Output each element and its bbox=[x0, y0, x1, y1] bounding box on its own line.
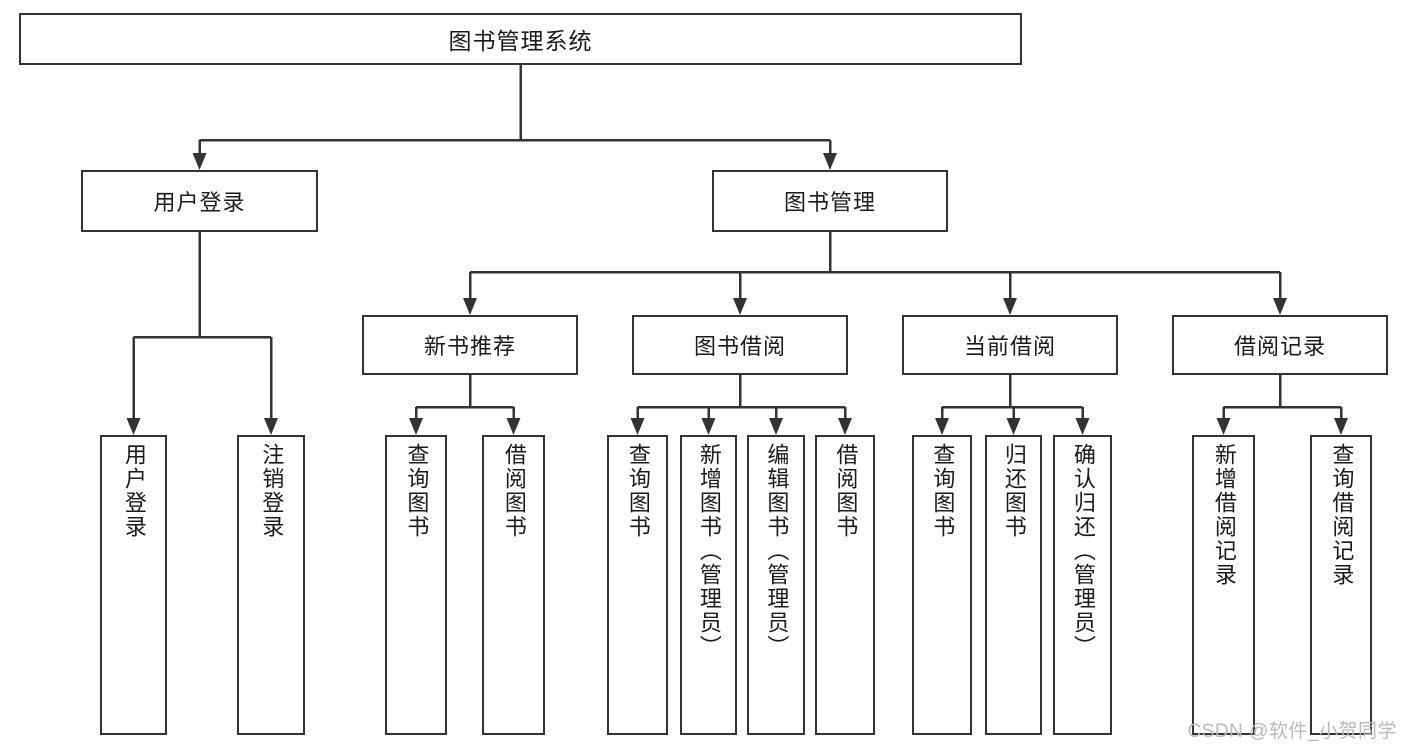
arrow-head-icon bbox=[126, 418, 141, 435]
arrow-head-icon bbox=[192, 153, 207, 170]
node-label: 查询图书 bbox=[404, 443, 430, 539]
node-leaf-logout[interactable]: 注销登录 bbox=[237, 435, 305, 735]
node-label: 借阅图书 bbox=[833, 443, 859, 539]
node-label: 用户登录 bbox=[153, 190, 246, 215]
node-label: 查询图书 bbox=[625, 443, 651, 539]
node-label: 借阅记录 bbox=[1233, 334, 1326, 359]
arrow-head-icon bbox=[1334, 418, 1348, 435]
node-root-root[interactable]: 图书管理系统 bbox=[19, 13, 1022, 65]
node-label: 图书管理 bbox=[783, 190, 876, 215]
node-label: 当前借阅 bbox=[963, 334, 1056, 359]
arrow-head-icon bbox=[463, 298, 477, 315]
node-leaf-query-book-1[interactable]: 查询图书 bbox=[385, 435, 447, 735]
node-user-login[interactable]: 用户登录 bbox=[81, 170, 318, 232]
node-leaf-query-book-3[interactable]: 查询图书 bbox=[912, 435, 972, 735]
node-borrow-record[interactable]: 借阅记录 bbox=[1172, 315, 1388, 375]
node-leaf-confirm-return[interactable]: 确认归还（管理员） bbox=[1053, 435, 1112, 735]
node-label: 新书推荐 bbox=[423, 334, 516, 359]
node-leaf-edit-book[interactable]: 编辑图书（管理员） bbox=[747, 435, 805, 735]
arrow-head-icon bbox=[769, 418, 783, 435]
arrow-head-icon bbox=[1003, 298, 1017, 315]
arrow-head-icon bbox=[1075, 418, 1090, 435]
node-label: 借阅图书 bbox=[501, 443, 527, 539]
arrow-head-icon bbox=[935, 418, 949, 435]
node-label: 图书借阅 bbox=[693, 334, 786, 359]
node-leaf-add-book[interactable]: 新增图书（管理员） bbox=[680, 435, 737, 735]
node-label: 新增图书（管理员） bbox=[696, 443, 722, 659]
node-label: 查询借阅记录 bbox=[1329, 443, 1355, 587]
arrow-head-icon bbox=[838, 418, 852, 435]
arrow-head-icon bbox=[1006, 418, 1021, 435]
node-label: 编辑图书（管理员） bbox=[764, 443, 790, 659]
node-label: 注销登录 bbox=[259, 443, 285, 539]
node-label: 图书管理系统 bbox=[448, 28, 593, 54]
arrow-head-icon bbox=[733, 298, 747, 315]
arrow-head-icon bbox=[630, 418, 645, 435]
node-current-borrow[interactable]: 当前借阅 bbox=[902, 315, 1118, 375]
arrow-head-icon bbox=[1273, 298, 1287, 315]
arrow-head-icon bbox=[409, 418, 423, 435]
node-new-book-rec[interactable]: 新书推荐 bbox=[362, 315, 578, 375]
node-leaf-borrow-book-1[interactable]: 借阅图书 bbox=[482, 435, 545, 735]
node-book-manage[interactable]: 图书管理 bbox=[712, 170, 948, 232]
node-leaf-return-book[interactable]: 归还图书 bbox=[985, 435, 1042, 735]
node-leaf-user-login[interactable]: 用户登录 bbox=[100, 435, 167, 735]
node-leaf-borrow-book-2[interactable]: 借阅图书 bbox=[815, 435, 875, 735]
arrow-head-icon bbox=[264, 418, 278, 435]
node-label: 用户登录 bbox=[121, 443, 147, 539]
node-label: 新增借阅记录 bbox=[1211, 443, 1237, 587]
node-leaf-query-book-2[interactable]: 查询图书 bbox=[607, 435, 668, 735]
node-label: 确认归还（管理员） bbox=[1070, 443, 1096, 659]
node-book-borrow[interactable]: 图书借阅 bbox=[632, 315, 848, 375]
arrow-head-icon bbox=[701, 418, 716, 435]
arrow-head-icon bbox=[506, 418, 521, 435]
arrow-head-icon bbox=[823, 153, 837, 170]
node-leaf-query-record[interactable]: 查询借阅记录 bbox=[1310, 435, 1372, 735]
node-label: 查询图书 bbox=[930, 443, 956, 539]
node-label: 归还图书 bbox=[1001, 443, 1027, 539]
arrow-head-icon bbox=[1216, 418, 1231, 435]
node-leaf-add-record[interactable]: 新增借阅记录 bbox=[1192, 435, 1255, 735]
